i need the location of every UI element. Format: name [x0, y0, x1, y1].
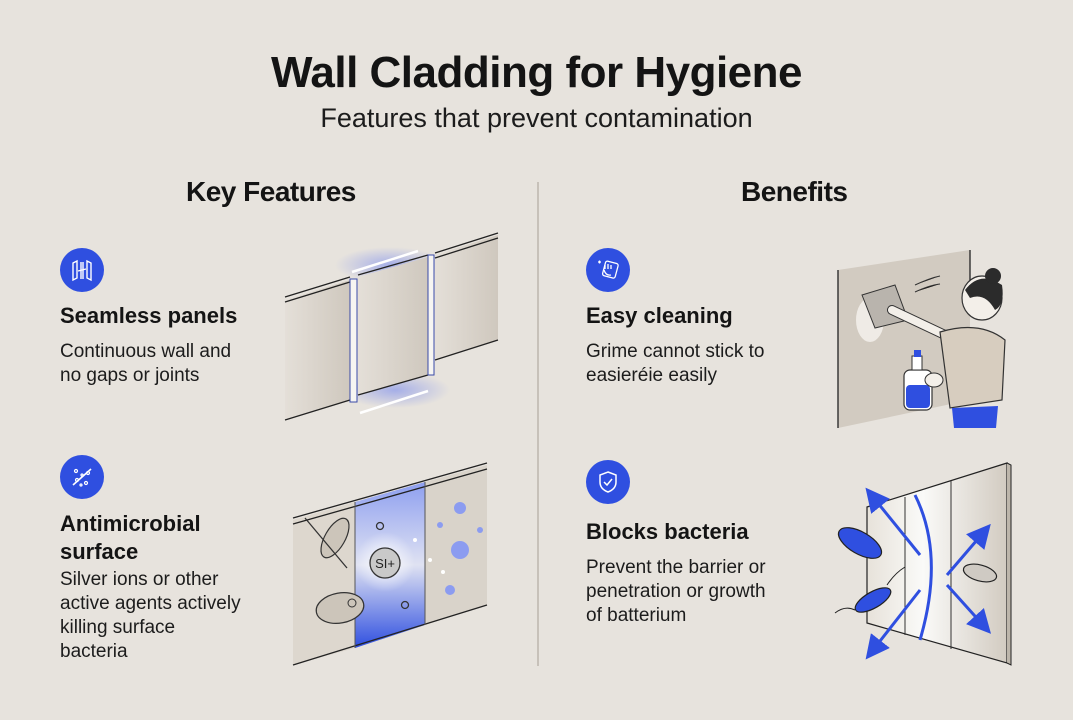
desc-line: no gaps or joints — [60, 365, 200, 386]
feature-title-antimicrobial: Antimicrobial surface — [60, 510, 201, 566]
antimicrobial-illustration: SI+ — [292, 462, 488, 666]
benefit-desc-cleaning: Grime cannot stick to easieréie easily — [586, 340, 764, 388]
seamless-panels-icon — [60, 248, 104, 292]
benefit-desc-blocks: Prevent the barrier or penetration or gr… — [586, 556, 766, 628]
silver-ion-label: SI+ — [375, 556, 395, 571]
benefit-title-blocks: Blocks bacteria — [586, 519, 749, 544]
seamless-panels-illustration — [284, 232, 499, 421]
desc-line: easieréie easily — [586, 365, 717, 386]
desc-line: of batterium — [586, 605, 687, 626]
desc-line: active agents actively — [60, 593, 241, 614]
title-line: Antimicrobial — [60, 511, 201, 536]
benefits-heading: Benefits — [741, 176, 848, 207]
desc-line: Continuous wall and — [60, 341, 232, 362]
key-features-heading: Key Features — [186, 176, 356, 207]
feature-desc-antimicrobial: Silver ions or other active agents activ… — [60, 568, 241, 664]
cleaning-illustration — [837, 250, 1006, 428]
cleaning-hand-icon — [586, 248, 630, 292]
desc-line: Grime cannot stick to — [586, 341, 765, 362]
feature-title-seamless: Seamless panels — [60, 303, 238, 328]
desc-line: bacteria — [60, 641, 128, 662]
page-title: Wall Cladding for Hygiene — [270, 48, 803, 97]
feature-desc-seamless: Continuous wall and no gaps or joints — [60, 340, 231, 388]
title-line: surface — [60, 539, 139, 564]
barrier-illustration — [834, 462, 1012, 666]
desc-line: killing surface — [60, 617, 176, 638]
shield-check-icon — [586, 460, 630, 504]
desc-line: penetration or growth — [586, 581, 766, 602]
antimicrobial-icon — [60, 455, 104, 499]
column-divider — [537, 182, 539, 666]
benefit-title-cleaning: Easy cleaning — [586, 303, 733, 328]
desc-line: Silver ions or other — [60, 569, 219, 590]
desc-line: Prevent the barrier or — [586, 557, 766, 578]
page-subtitle: Features that prevent contamination — [320, 103, 753, 133]
